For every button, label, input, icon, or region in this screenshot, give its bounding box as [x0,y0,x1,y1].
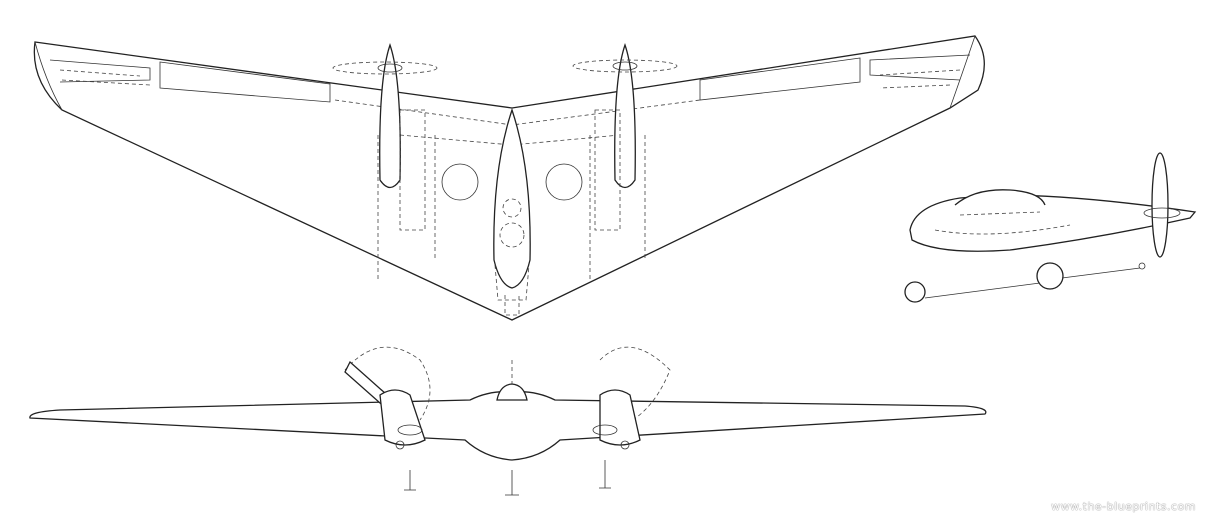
top-view [33,35,985,321]
front-view [29,346,987,496]
watermark: www.the-blueprints.com [1051,500,1196,513]
side-view [904,152,1197,303]
